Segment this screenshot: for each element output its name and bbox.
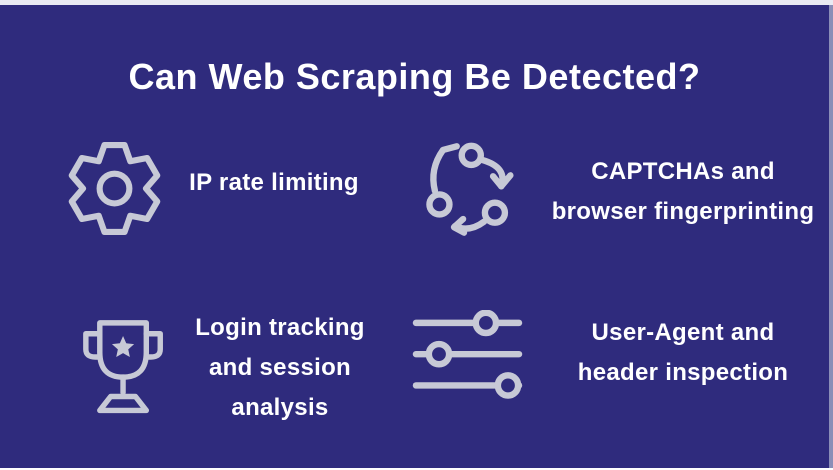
trophy-icon	[75, 303, 168, 428]
cycle-arrows-icon	[424, 137, 524, 241]
label-line: IP rate limiting	[189, 169, 359, 196]
page-edge-bottom	[0, 468, 833, 470]
page-title: Can Web Scraping Be Detected?	[128, 56, 701, 97]
label-line: header inspection	[577, 359, 789, 386]
item-label-captchas-fingerprinting: CAPTCHAs and browser fingerprinting	[535, 152, 831, 232]
sliders-icon	[410, 310, 525, 402]
label-line: analysis	[231, 394, 329, 421]
label-line: User-Agent and	[591, 319, 775, 346]
label-line: browser fingerprinting	[551, 198, 815, 225]
label-line: Login tracking	[195, 314, 365, 341]
page-edge-top	[0, 0, 833, 5]
item-label-user-agent-headers: User-Agent and header inspection	[535, 313, 831, 393]
label-line: and session	[208, 354, 351, 381]
gear-icon	[62, 136, 167, 241]
page-edge-right	[829, 5, 833, 468]
label-line: CAPTCHAs and	[591, 158, 775, 185]
item-label-login-tracking: Login tracking and session analysis	[175, 308, 385, 428]
item-label-ip-rate-limiting: IP rate limiting	[170, 163, 378, 203]
